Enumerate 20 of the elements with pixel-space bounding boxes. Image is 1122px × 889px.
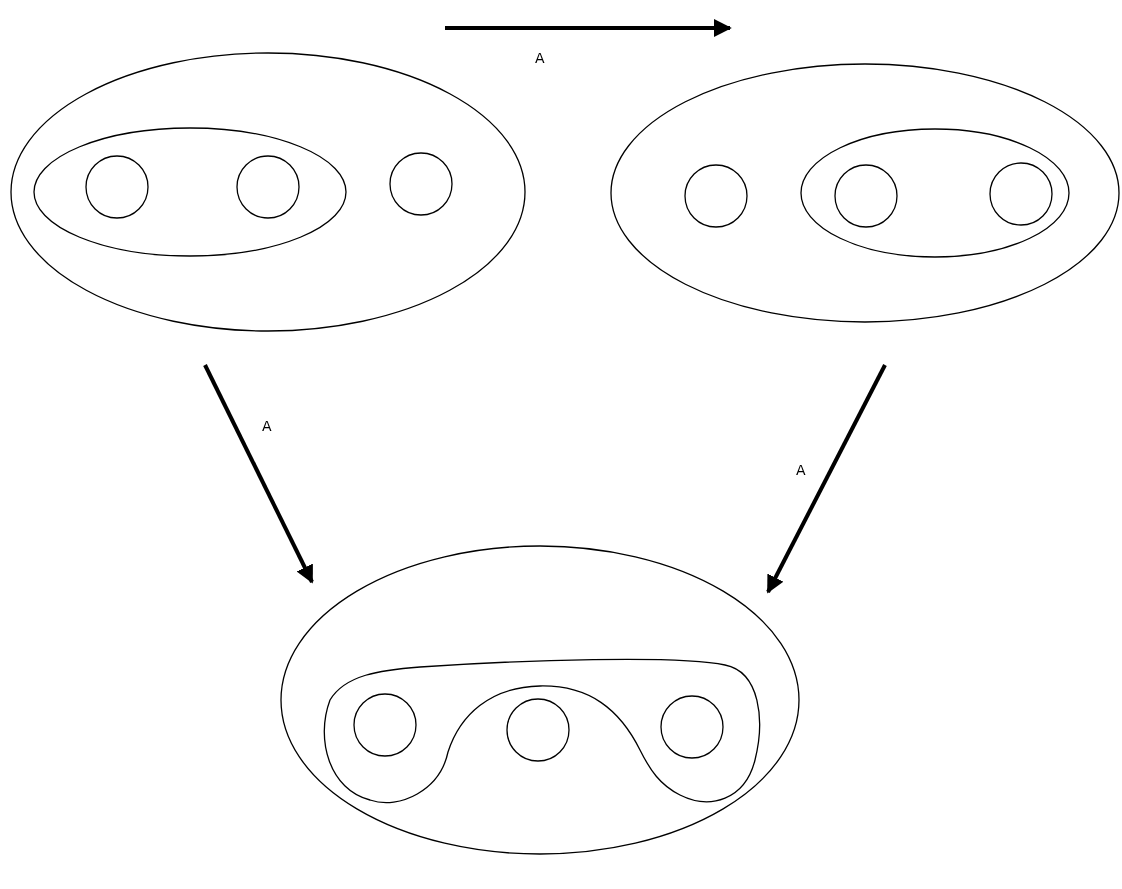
set-ellipse [280, 545, 800, 855]
edge-label: A [533, 50, 547, 66]
element-circle [684, 164, 748, 228]
element-circle [353, 693, 417, 757]
arrow [766, 364, 887, 594]
element-circle [834, 164, 898, 228]
set-ellipse [33, 127, 347, 257]
element-circle [506, 698, 570, 762]
element-circle [660, 695, 724, 759]
set-ellipse [10, 52, 526, 332]
edge-label: A [794, 462, 808, 478]
arrow [445, 19, 732, 37]
element-circle [989, 162, 1053, 226]
element-circle [236, 155, 300, 219]
set-ellipse [800, 128, 1070, 258]
arrow [203, 364, 314, 584]
element-circle [85, 155, 149, 219]
edge-label: A [260, 418, 274, 434]
set-ellipse [610, 63, 1120, 323]
element-circle [389, 152, 453, 216]
